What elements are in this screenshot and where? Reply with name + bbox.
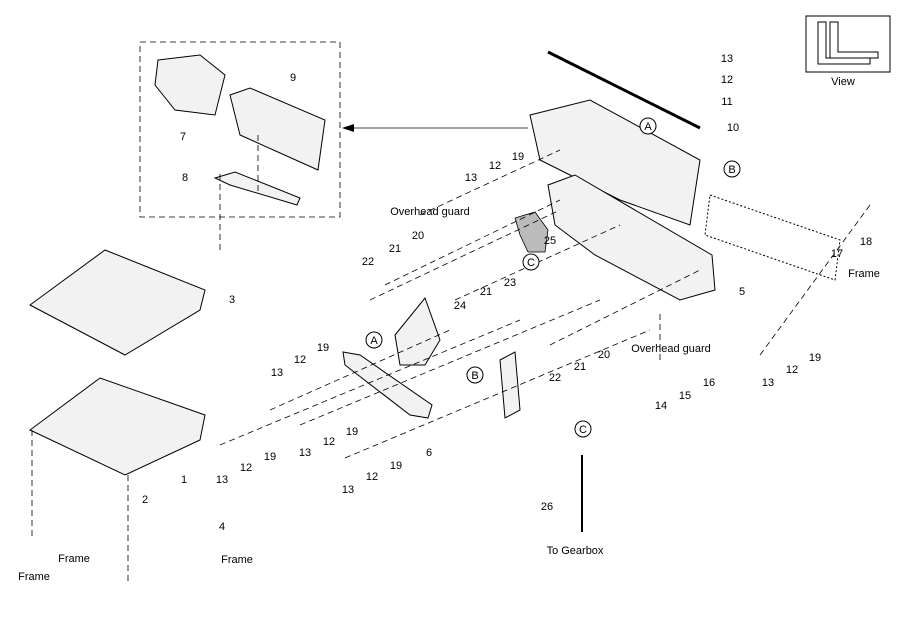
reference-circle (466, 366, 484, 384)
callout-label: 23 (504, 277, 516, 289)
callout-label: 6 (426, 447, 432, 459)
reference-letter: C (579, 424, 587, 436)
callout-label: 15 (679, 390, 691, 402)
callout-label: 12 (240, 462, 252, 474)
callout-label: 13 (465, 172, 477, 184)
callout-label: Overhead guard (631, 343, 711, 355)
callout-label: 12 (489, 160, 501, 172)
callout-label: 16 (703, 377, 715, 389)
callout-label: 18 (860, 236, 872, 248)
callout-label: 19 (346, 426, 358, 438)
callout-label: 1 (181, 474, 187, 486)
reference-letter: B (471, 370, 478, 382)
callout-label: Overhead guard (390, 206, 470, 218)
callout-label: 19 (809, 352, 821, 364)
callout-label: 12 (294, 354, 306, 366)
callout-label: 19 (390, 460, 402, 472)
callout-label: To Gearbox (547, 545, 604, 557)
callout-label: 13 (216, 474, 228, 486)
reference-circle (574, 420, 592, 438)
part-bracket-b (499, 351, 521, 419)
callout-label: 19 (317, 342, 329, 354)
callout-label: 21 (574, 361, 586, 373)
callout-label: 12 (786, 364, 798, 376)
callout-label: 21 (480, 286, 492, 298)
callout-label: 13 (271, 367, 283, 379)
callout-label: 8 (182, 172, 188, 184)
callout-label: 7 (180, 131, 186, 143)
callout-label: 21 (389, 243, 401, 255)
callout-label: Frame (848, 268, 880, 280)
reference-letter: A (370, 335, 378, 347)
callout-label: 26 (541, 501, 553, 513)
callout-label: 22 (362, 256, 374, 268)
reference-circle (365, 331, 383, 349)
callout-label: 9 (290, 72, 296, 84)
callout-label: 2 (142, 494, 148, 506)
callout-label: View (831, 76, 855, 88)
callout-label: 22 (549, 372, 561, 384)
assembly-lines (31, 135, 871, 585)
callout-label: 10 (727, 122, 739, 134)
callout-label: 24 (454, 300, 466, 312)
part-10-strip (547, 50, 701, 130)
frame-plate (704, 194, 841, 281)
callout-label: 13 (762, 377, 774, 389)
part-5-panel (547, 174, 716, 301)
callout-label: 14 (655, 400, 667, 412)
callout-label: Frame (18, 571, 50, 583)
part-7-cover (154, 54, 226, 116)
callout-label: 25 (544, 235, 556, 247)
callout-label: 4 (219, 521, 225, 533)
callout-label: 19 (512, 151, 524, 163)
part-9-bracket (229, 87, 326, 171)
callout-label: 12 (721, 74, 733, 86)
part-2-floor-plate (29, 377, 206, 476)
part-upper-cover (529, 99, 701, 226)
part-3-floor-mat (29, 249, 206, 356)
callout-label: 17 (831, 248, 843, 260)
callout-label: 20 (598, 349, 610, 361)
callout-label: 19 (264, 451, 276, 463)
arrow-head (342, 124, 354, 132)
callout-label: 12 (366, 471, 378, 483)
reference-letter: B (728, 164, 735, 176)
callout-label: Frame (58, 553, 90, 565)
callout-label: 12 (323, 436, 335, 448)
reference-letter: A (644, 121, 652, 133)
callout-label: 13 (721, 53, 733, 65)
reference-circle (639, 117, 657, 135)
reference-circle (723, 160, 741, 178)
callout-label: 20 (412, 230, 424, 242)
callout-label: 5 (739, 286, 745, 298)
fork-icon (817, 21, 879, 65)
callout-label: 3 (229, 294, 235, 306)
part-bracket-a (394, 296, 441, 366)
callout-label: 13 (342, 484, 354, 496)
reference-circle (522, 253, 540, 271)
callout-label: Frame (221, 554, 253, 566)
reference-letter: C (527, 257, 535, 269)
callout-label: 11 (721, 96, 732, 108)
callout-label: 13 (299, 447, 311, 459)
part-6-cover (342, 351, 433, 419)
part-8-plate (213, 171, 301, 206)
part-25-mechanism (514, 211, 549, 253)
detail-inset-box (139, 41, 341, 218)
